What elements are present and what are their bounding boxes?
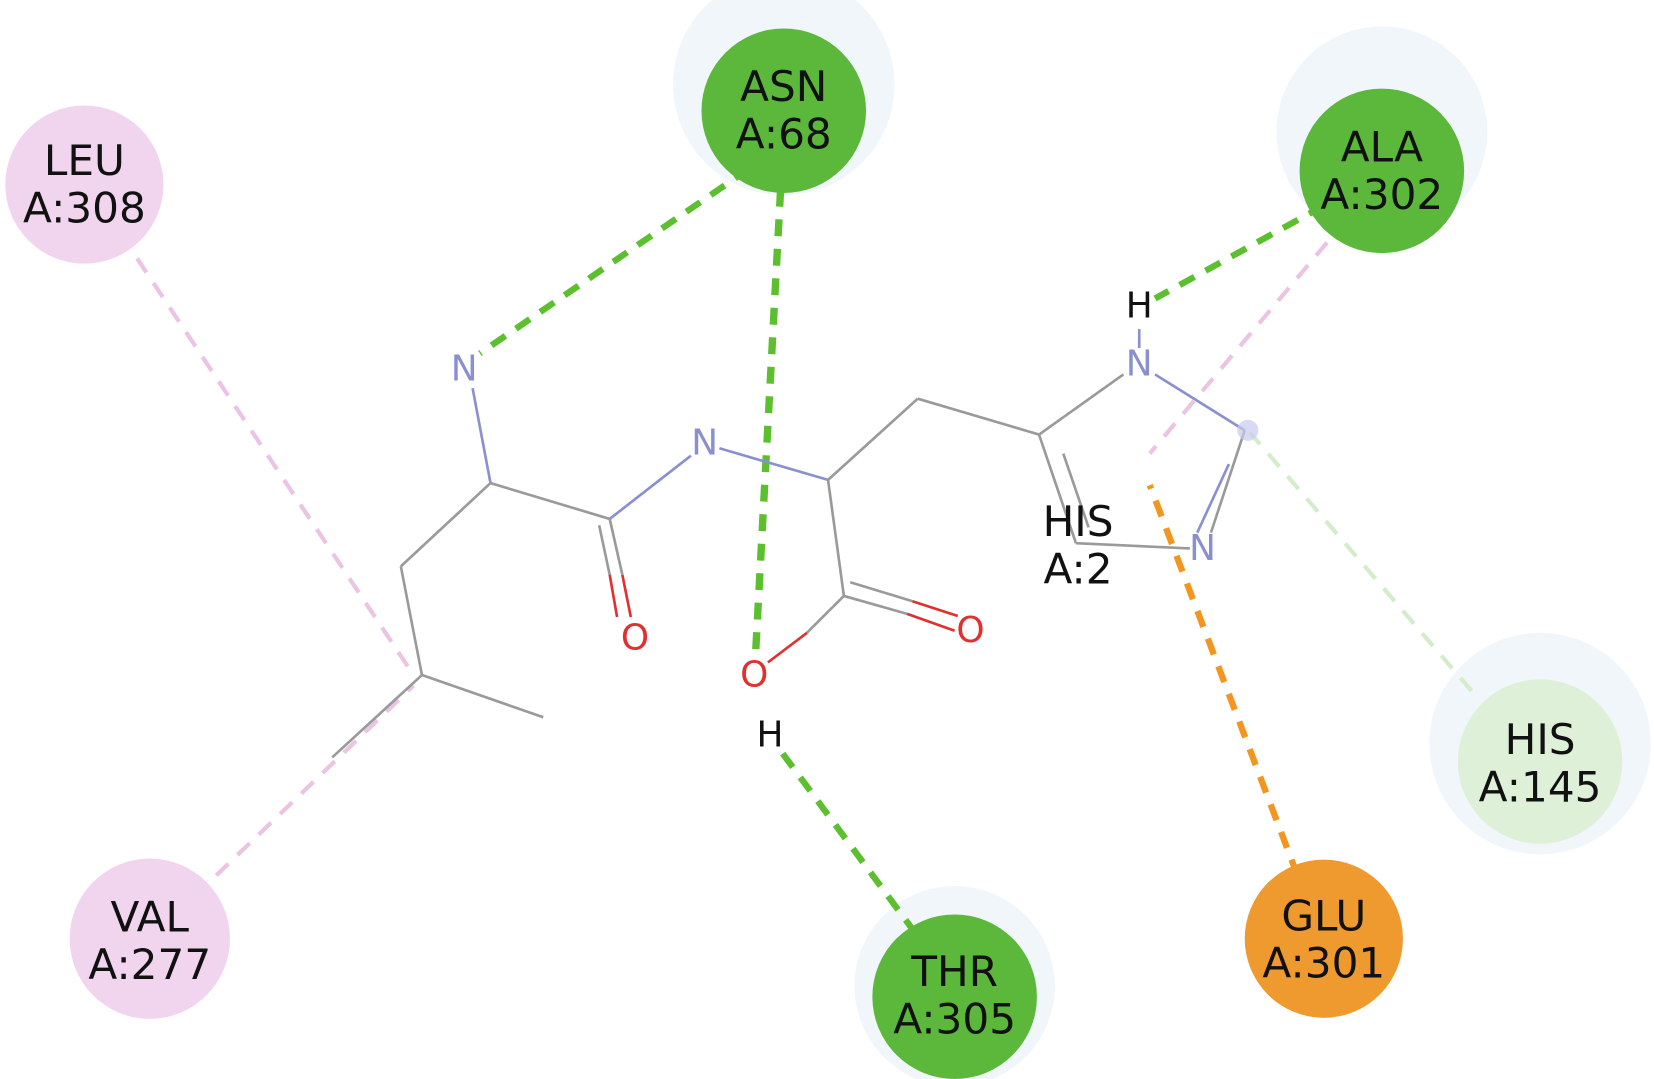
svg-text:ALA: ALA <box>1341 122 1423 171</box>
svg-text:A:302: A:302 <box>1320 170 1443 219</box>
atom-o-carbonyl: O <box>621 618 649 659</box>
svg-text:VAL: VAL <box>111 892 190 941</box>
atom-n-amine: N <box>451 349 478 390</box>
svg-text:A:145: A:145 <box>1479 763 1602 812</box>
svg-text:LEU: LEU <box>44 136 125 185</box>
svg-text:A:301: A:301 <box>1262 939 1385 988</box>
alkyl-leu308 <box>135 257 416 677</box>
svg-text:ASN: ASN <box>740 62 827 111</box>
atom-o-hydroxyl: O <box>740 655 768 696</box>
hbond-asn68-oh <box>751 189 785 660</box>
hbond-asn68-n <box>478 166 751 356</box>
ring-carbon-highlight <box>1237 419 1259 441</box>
svg-text:A:305: A:305 <box>893 995 1016 1044</box>
alkyl-val277 <box>214 684 415 877</box>
svg-text:HIS: HIS <box>1043 497 1114 546</box>
svg-text:GLU: GLU <box>1281 891 1366 940</box>
residue-thr305[interactable]: THR A:305 <box>872 914 1037 1079</box>
residue-leu308[interactable]: LEU A:308 <box>5 105 164 264</box>
charge-glu301 <box>1146 484 1301 877</box>
residue-asn68[interactable]: ASN A:68 <box>701 28 867 194</box>
svg-text:A:2: A:2 <box>1043 544 1112 593</box>
residue-val277[interactable]: VAL A:277 <box>69 858 230 1019</box>
atom-h-ring: H <box>1126 285 1153 326</box>
ligand-atoms: N N O O O H N H N <box>451 285 1259 756</box>
svg-text:A:68: A:68 <box>736 110 832 159</box>
alkyl-ala302-ring <box>1148 241 1329 455</box>
atom-n-amide: N <box>691 422 718 463</box>
ligand-bonds <box>331 329 1246 759</box>
hbond-thr305 <box>772 741 919 936</box>
carbon-hbond-his145 <box>1248 431 1474 693</box>
hbond-ala302-h <box>1153 202 1326 302</box>
residue-glu301[interactable]: GLU A:301 <box>1244 859 1403 1018</box>
atom-h-hydroxyl: H <box>757 715 784 756</box>
svg-text:A:277: A:277 <box>88 940 211 989</box>
atom-n-ring: N <box>1189 528 1216 569</box>
svg-text:THR: THR <box>910 947 998 996</box>
residue-his145[interactable]: HIS A:145 <box>1457 679 1623 844</box>
interactions <box>135 166 1474 936</box>
ligand-label: HIS A:2 <box>1043 497 1114 593</box>
residue-ala302[interactable]: ALA A:302 <box>1299 88 1465 254</box>
atom-o-carboxyl: O <box>956 610 984 651</box>
svg-text:HIS: HIS <box>1505 715 1576 764</box>
atom-n-ring-h: N <box>1126 343 1153 384</box>
svg-text:A:308: A:308 <box>23 184 146 233</box>
